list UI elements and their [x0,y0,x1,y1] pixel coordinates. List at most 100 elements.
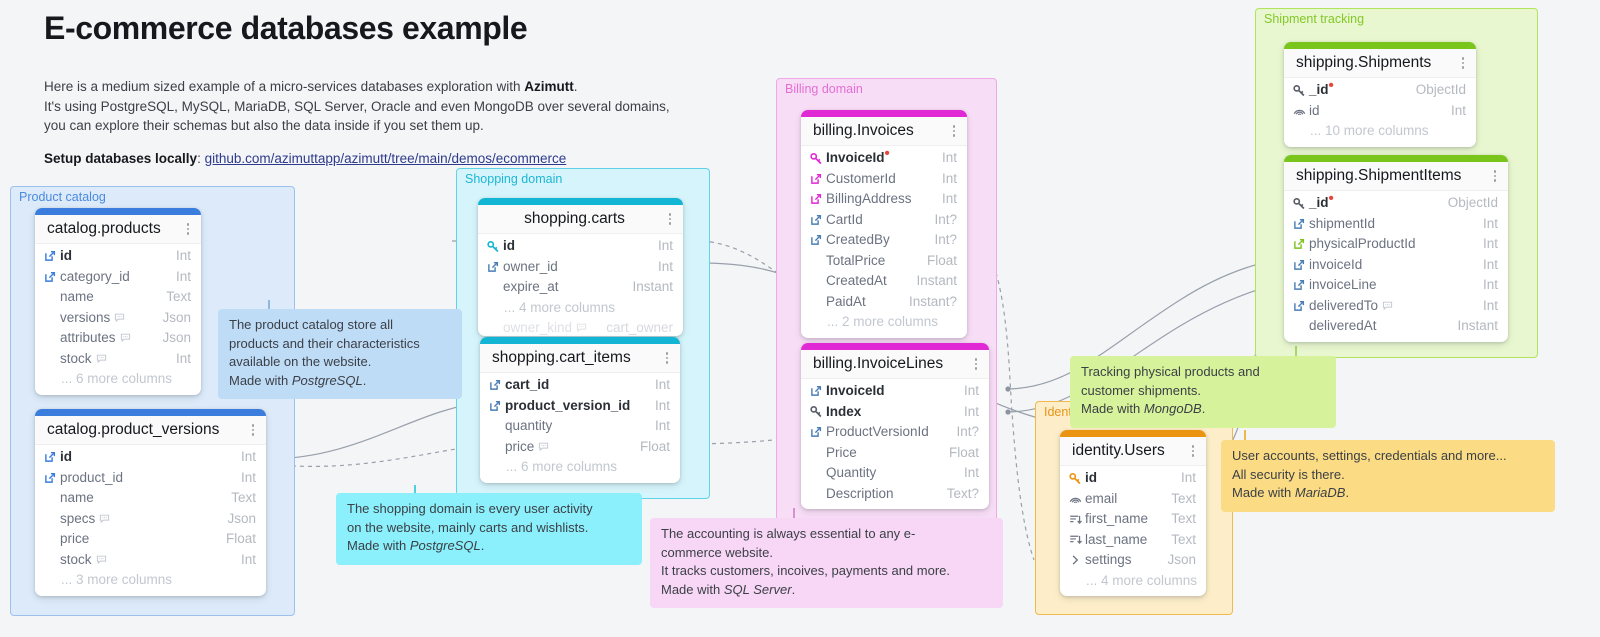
primary-key-icon [1069,472,1081,484]
foreign-key-icon [811,214,822,225]
note-billing-domain[interactable]: The accounting is always essential to an… [650,518,1003,608]
table-menu-icon[interactable] [183,223,193,235]
brand-azimutt: Azimutt [524,79,574,94]
column-name: product_id [60,469,124,485]
table-header[interactable]: catalog.product_versions [35,416,266,445]
more-columns-row[interactable]: ... 6 more columns [480,457,680,478]
table-menu-icon[interactable] [665,213,675,225]
table-menu-icon[interactable] [1490,170,1500,182]
table-header[interactable]: identity.Users [1060,437,1206,466]
more-columns-row[interactable]: ... 4 more columns [1060,571,1206,592]
comment-icon [1382,297,1393,318]
table-menu-icon[interactable] [662,352,672,364]
note-identity[interactable]: User accounts, settings, credentials and… [1221,440,1555,512]
more-columns-row[interactable]: ... 10 more columns [1284,121,1476,142]
column-name: id [503,238,515,253]
more-columns-label: ... 4 more columns [1086,572,1198,588]
table-menu-icon[interactable] [949,125,959,137]
more-columns-row[interactable]: ... 4 more columns [478,298,683,319]
column-name: owner_kind [502,318,596,336]
note-shopping-domain[interactable]: The shopping domain is every user activi… [336,493,642,565]
table-header[interactable]: shipping.Shipments [1284,49,1476,78]
column-row[interactable]: InvoiceId•Int [801,146,967,169]
table-menu-icon[interactable] [1188,445,1198,457]
foreign-key-icon [810,193,825,205]
more-columns-row[interactable]: ... 3 more columns [35,570,266,591]
table-header[interactable]: shopping.carts [478,205,683,234]
comment-icon [99,510,110,531]
column-row[interactable]: _id•ObjectId [1284,191,1508,214]
table-menu-icon[interactable] [971,358,981,370]
table-header[interactable]: shopping.cart_items [480,344,680,373]
table-header[interactable]: shipping.ShipmentItems [1284,162,1508,191]
table-header[interactable]: billing.InvoiceLines [801,350,989,379]
table-header[interactable]: catalog.products [35,215,201,244]
table-header[interactable]: billing.Invoices [801,117,967,146]
table-menu-icon[interactable] [248,424,258,436]
setup-link[interactable]: github.com/azimuttapp/azimutt/tree/main/… [204,150,567,166]
more-columns-row[interactable]: ... 2 more columns [801,312,967,333]
table-menu-icon[interactable] [1458,57,1468,69]
column-name: deliveredAt [1309,318,1377,333]
column-row[interactable]: _id•ObjectId [1284,78,1476,101]
more-columns-row[interactable]: ... 6 more columns [35,369,201,390]
